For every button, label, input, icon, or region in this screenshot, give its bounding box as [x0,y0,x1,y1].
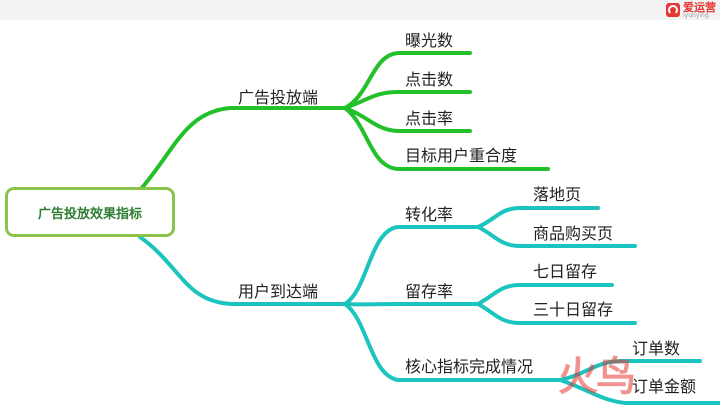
connector-to-conversion [343,225,480,306]
node-product-page: 商品购买页 [533,224,614,243]
node-core-metrics: 核心指标完成情况 [405,357,534,376]
node-user-reach: 用户到达端 [238,282,319,301]
node-day30-retention: 三十日留存 [533,300,614,319]
watermark-logo: 火鸟 [558,354,636,400]
connector-to-clicks [343,90,472,110]
brand-logo: 爱运营 iyunying [666,0,716,20]
connector-to-landing-page [476,206,600,229]
connector-to-impressions [343,51,472,110]
top-bar: 爱运营 iyunying [0,0,720,20]
connector-to-product-page [476,225,637,248]
node-clicks: 点击数 [405,70,454,89]
brand-logo-text: 爱运营 [683,0,716,14]
connector-to-day7-retention [476,283,614,306]
connector-to-ctr [343,106,472,133]
brand-logo-subtext: iyunying [683,11,709,19]
node-retention: 留存率 [405,282,454,301]
connector-to-target-overlap [343,106,550,171]
connector-to-order-count [558,359,702,382]
connector-to-order-amount [558,378,720,405]
node-order-amount: 订单金额 [632,377,697,396]
node-landing-page: 落地页 [533,185,582,204]
node-day7-retention: 七日留存 [533,262,598,281]
node-order-count: 订单数 [632,339,681,358]
node-conversion: 转化率 [405,205,454,224]
connector-to-day30-retention [476,302,637,325]
node-ad-delivery: 广告投放端 [238,88,319,107]
root-node: 广告投放效果指标 [5,187,175,237]
connector-root-to-user-reach [138,235,347,306]
node-ctr: 点击率 [405,109,454,128]
connector-root-to-ad-delivery [138,106,347,192]
node-impressions: 曝光数 [405,31,454,50]
node-target-overlap: 目标用户重合度 [405,146,518,165]
connector-to-core-metrics [343,302,562,382]
brand-logo-icon [666,3,680,17]
